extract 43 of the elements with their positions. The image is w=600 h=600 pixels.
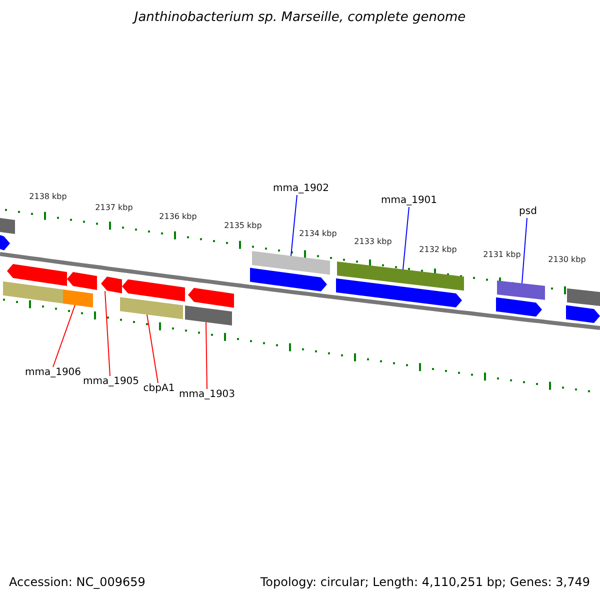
gene-bar [337,262,464,291]
gene-label: mma_1901 [380,196,438,206]
leader-line [52,304,76,368]
gene-bar [3,281,65,304]
gene-label: mma_1906 [24,368,82,378]
tick-label: 2136 kbp [159,213,197,221]
gene-pentagon [566,305,600,324]
gene-label: cbpA1 [143,384,175,394]
leader-line [402,206,410,270]
tick-label: 2133 kbp [354,238,392,246]
footer-text: Topology: circular; Length: 4,110,251 bp; Genes: 3,749 [260,576,590,588]
tick-label: 2137 kbp [95,204,133,212]
leader-line [104,290,110,376]
tick-label: 2131 kbp [483,251,521,259]
gene-bar [497,280,545,300]
tick-label: 2135 kbp [224,222,262,230]
leader-line [290,194,298,256]
tick-label: 2134 kbp [299,230,337,238]
gene-bar [120,297,183,320]
title: Janthinobacterium sp. Marseille, complete genome [131,11,467,24]
gene-label: mma_1902 [272,184,330,194]
gene-pentagon [67,272,97,290]
tick-label: 2138 kbp [29,193,67,201]
gene-label: psd [519,207,537,217]
gene-bar [185,306,232,326]
gene-label: mma_1903 [178,390,236,400]
gene-bar [63,290,93,308]
leader-line [522,218,528,284]
gene-bar [0,218,15,234]
leader-line [146,314,158,384]
gene-pentagon [101,276,122,294]
gene-bar [567,288,600,306]
gene-pentagon [336,278,462,308]
gene-bar [252,251,330,275]
gene-pentagon [250,268,327,292]
tick-label: 2130 kbp [548,256,586,264]
leader-line [206,322,208,390]
gene-pentagon [0,235,10,250]
gene-pentagon [188,288,234,308]
gene-pentagon [496,297,542,317]
gene-label: mma_1905 [82,377,140,387]
tick-label: 2132 kbp [419,246,457,254]
footer-text: Accession: NC_009659 [9,576,146,588]
